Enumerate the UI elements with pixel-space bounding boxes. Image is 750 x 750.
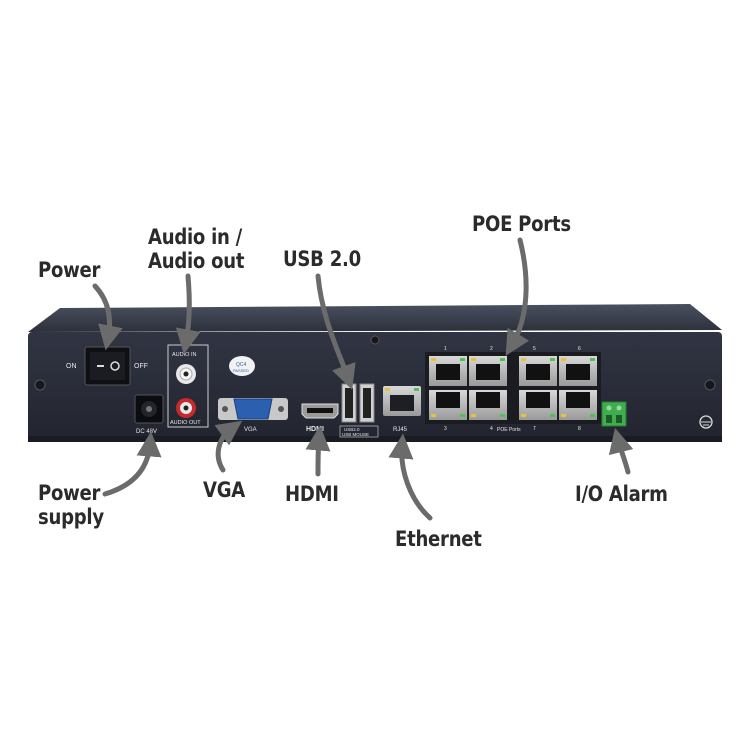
- label-poe-ports: POE Ports: [497, 427, 521, 433]
- arrow-ethernet: [388, 433, 433, 521]
- port-number: 6: [578, 346, 581, 352]
- io-alarm-terminal[interactable]: [601, 401, 627, 427]
- port-number: 2: [490, 346, 493, 352]
- label-usb: USB2.0: [344, 427, 360, 432]
- qc-line2: PASSED: [233, 368, 249, 373]
- usb-ports[interactable]: [341, 383, 375, 423]
- ethernet-port[interactable]: [383, 386, 421, 416]
- port-number: 5: [533, 346, 536, 352]
- arrow-hdmi: [305, 425, 331, 477]
- arrow-audio: [175, 273, 201, 355]
- poe-port[interactable]: [559, 390, 597, 420]
- poe-port[interactable]: [469, 390, 507, 420]
- poe-port[interactable]: [469, 356, 507, 386]
- callout-io-alarm: I/O Alarm: [575, 482, 668, 506]
- label-audio-out: AUDIO OUT: [170, 420, 201, 426]
- label-dc: DC 48V: [136, 429, 157, 435]
- label-on: ON: [66, 363, 77, 370]
- poe-port[interactable]: [519, 356, 557, 386]
- port-number: 8: [578, 426, 581, 432]
- audio-out-jack[interactable]: [176, 398, 196, 418]
- poe-port[interactable]: [429, 356, 467, 386]
- callout-audio: Audio in / Audio out: [148, 225, 245, 273]
- arrow-io-alarm: [608, 427, 634, 475]
- port-number: 4: [490, 426, 493, 432]
- power-switch[interactable]: [84, 346, 131, 386]
- poe-port[interactable]: [519, 390, 557, 420]
- arrow-poe: [505, 237, 530, 356]
- label-vga: VGA: [244, 427, 257, 433]
- arrow-power-supply: [102, 431, 162, 497]
- port-number: 1: [444, 346, 447, 352]
- port-number: 3: [444, 426, 447, 432]
- label-hdmi: HDMI: [306, 426, 324, 433]
- callout-hdmi: HDMI: [285, 482, 339, 506]
- callout-vga: VGA: [203, 478, 246, 502]
- callout-ethernet: Ethernet: [395, 527, 482, 551]
- arrow-vga: [214, 420, 243, 473]
- port-number: 7: [533, 426, 536, 432]
- arrow-power: [92, 283, 123, 351]
- arrow-usb: [315, 273, 356, 390]
- callout-power: Power: [38, 258, 101, 282]
- callout-arrows: [92, 237, 634, 521]
- dc-power-jack[interactable]: [134, 394, 164, 424]
- label-off: OFF: [134, 363, 148, 370]
- label-rj45: RJ45: [393, 427, 408, 433]
- poe-port[interactable]: [429, 390, 467, 420]
- audio-in-jack[interactable]: [176, 364, 196, 384]
- poe-port[interactable]: [559, 356, 597, 386]
- qc-line1: QC4: [236, 362, 247, 368]
- chassis-top: [28, 304, 722, 332]
- callout-poe-ports: POE Ports: [472, 212, 571, 236]
- label-usb-mouse: USB MOUSE: [342, 432, 369, 437]
- callout-usb: USB 2.0: [283, 247, 361, 271]
- callout-power-supply: Power supply: [38, 481, 104, 529]
- qc-sticker: [229, 356, 255, 376]
- poe-port-block[interactable]: [425, 352, 601, 424]
- vga-port[interactable]: [218, 398, 288, 420]
- hdmi-port[interactable]: [301, 403, 339, 419]
- label-audio-in: AUDIO IN: [172, 352, 196, 358]
